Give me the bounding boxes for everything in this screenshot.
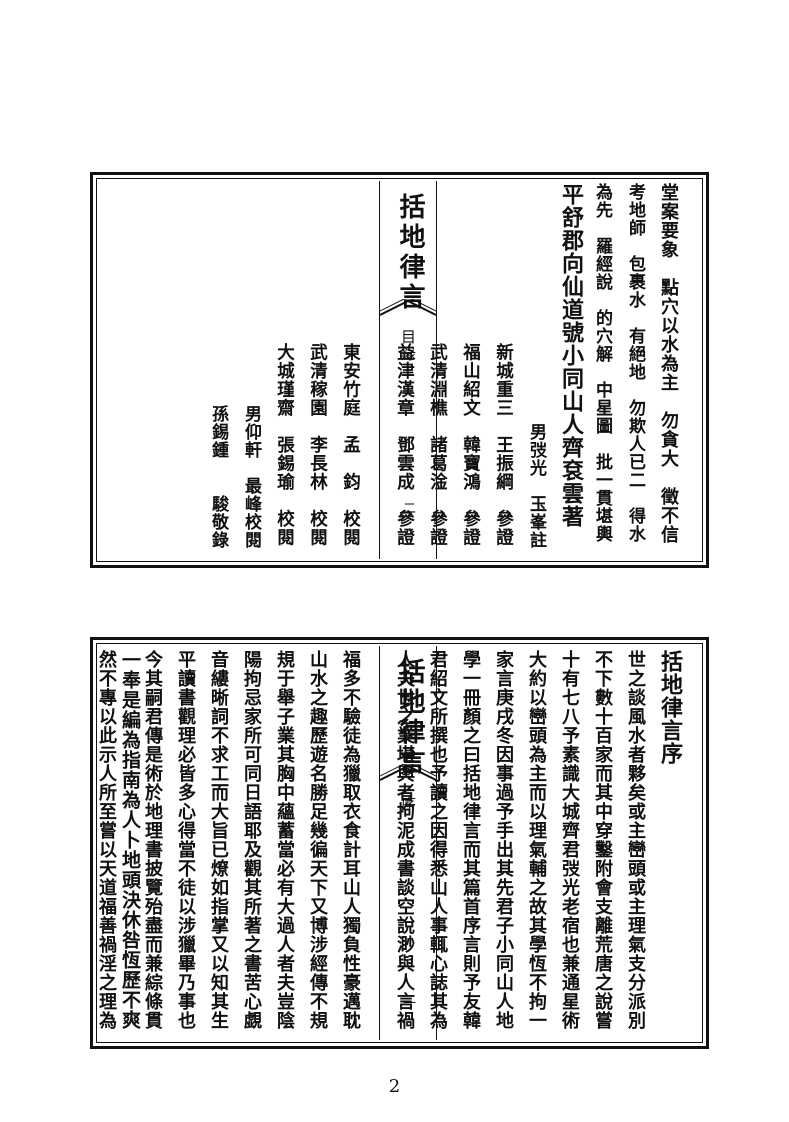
toc-author-column: 平舒郡向仙道號小同山人齊袞雲著 bbox=[558, 183, 584, 528]
preface-line-3: 十有七八予素識大城齊君弢光老宿也兼通星術 bbox=[559, 650, 580, 1030]
preface-block: 括地律言序 世之談風水者夥矣或主巒頭或主理氣支分派別 不下數十百家而其中穿鑿附會… bbox=[90, 637, 709, 1049]
credit-line-8: 大城瑾齋 張錫瑜 校閱 bbox=[274, 343, 295, 547]
center-banner: 括地律言 序 一 bbox=[379, 646, 437, 1040]
credit-line-10: 孫錫鍾 駿敬錄 bbox=[208, 405, 228, 549]
credit-line-6: 東安竹庭 孟 鈞 校閱 bbox=[340, 343, 361, 547]
credit-line-7: 武清稼園 李長林 校閱 bbox=[307, 343, 328, 547]
preface-line-5: 家言庚戌冬因事過予手出其先君子小同山人地 bbox=[493, 650, 514, 1030]
preface-line-4: 大約以巒頭為主而以理氣輔之故其學恆不拘一 bbox=[526, 650, 547, 1030]
credit-line-4: 武清淵樵 諸葛淦 參證 bbox=[427, 343, 448, 547]
credit-line-3: 福山紹文 韓寶鴻 參證 bbox=[460, 343, 481, 547]
table-of-contents-block: 堂案要象 點穴以水為主 勿貪大 徵不信 考地師 包裹水 有絕地 勿欺人已二 得水… bbox=[90, 172, 709, 568]
preface-line-1: 世之談風水者夥矣或主巒頭或主理氣支分派別 bbox=[625, 650, 646, 1030]
credit-line-2: 新城重三 王振綱 參證 bbox=[493, 343, 514, 547]
page-number: 2 bbox=[388, 1076, 401, 1097]
section-name: 目錄 bbox=[399, 329, 417, 363]
preface-line-13: 音縷晰詞不求工而大旨已燎如指掌又以知其生 bbox=[208, 650, 229, 1030]
preface-line-9: 福多不驗徒為獵取衣食計耳山人獨負性豪邁耽 bbox=[340, 650, 361, 1030]
preface-line-15: 今其嗣君傳是術於地理書披覽殆盡而兼綜條貫 bbox=[142, 650, 163, 1030]
leaf-number: 一 bbox=[400, 996, 415, 1009]
preface-line-11: 規于舉子業其胸中蘊蓄當必有大過人者夫豈陰 bbox=[274, 650, 295, 1030]
preface-line-14: 平讀書觀理必皆多心得當不徒以涉獵畢乃事也 bbox=[175, 650, 196, 1030]
preface-line-6: 學一冊顏之曰括地律言而其篇首序言則予友韓 bbox=[460, 650, 481, 1030]
section-name: 序 bbox=[399, 796, 417, 813]
preface-line-2: 不下數十百家而其中穿鑿附會支離荒唐之說嘗 bbox=[592, 650, 613, 1030]
toc-column-3: 為先 羅經說 的穴解 中星圖 批一貫堪輿 bbox=[592, 183, 612, 543]
preface-line-17: 然不專以此示人所至嘗以天道福善禍淫之理為 bbox=[96, 650, 117, 1030]
credit-line-9: 男仰軒 最峰校閱 bbox=[241, 405, 261, 549]
credit-line-5: 益津漢章 鄧雲成 參證 bbox=[394, 343, 415, 547]
book-title: 括地律言 bbox=[395, 658, 425, 778]
preface-title: 括地律言序 bbox=[657, 650, 683, 765]
preface-line-8: 人夫世之業堪輿者拘泥成書談空說渺與人言禍 bbox=[394, 650, 415, 1030]
preface-line-10: 山水之趣歷遊名勝足幾徧天下又博涉經傳不規 bbox=[307, 650, 328, 1030]
toc-column-1: 堂案要象 點穴以水為主 勿貪大 徵不信 bbox=[658, 183, 679, 544]
toc-column-2: 考地師 包裹水 有絕地 勿欺人已二 得水 bbox=[625, 183, 645, 543]
preface-line-12: 陽拘忌家所可同日語耶及觀其所著之書苦心覷 bbox=[241, 650, 262, 1030]
banner-fishtail-icon bbox=[380, 299, 436, 316]
leaf-number: 二 bbox=[400, 501, 415, 514]
book-title: 括地律言 bbox=[395, 193, 425, 313]
preface-line-7: 君紹文所撰也予讀之因得悉山人事輒心誌其為 bbox=[427, 650, 448, 1030]
credit-line-1: 男弢光 玉峯註 bbox=[526, 423, 546, 549]
preface-line-16: 一奉是編為指南為人卜地頭決休咎恆歷不爽 bbox=[119, 650, 141, 1030]
banner-fishtail-icon bbox=[380, 764, 436, 781]
center-banner: 括地律言 目錄 二 bbox=[379, 181, 437, 559]
